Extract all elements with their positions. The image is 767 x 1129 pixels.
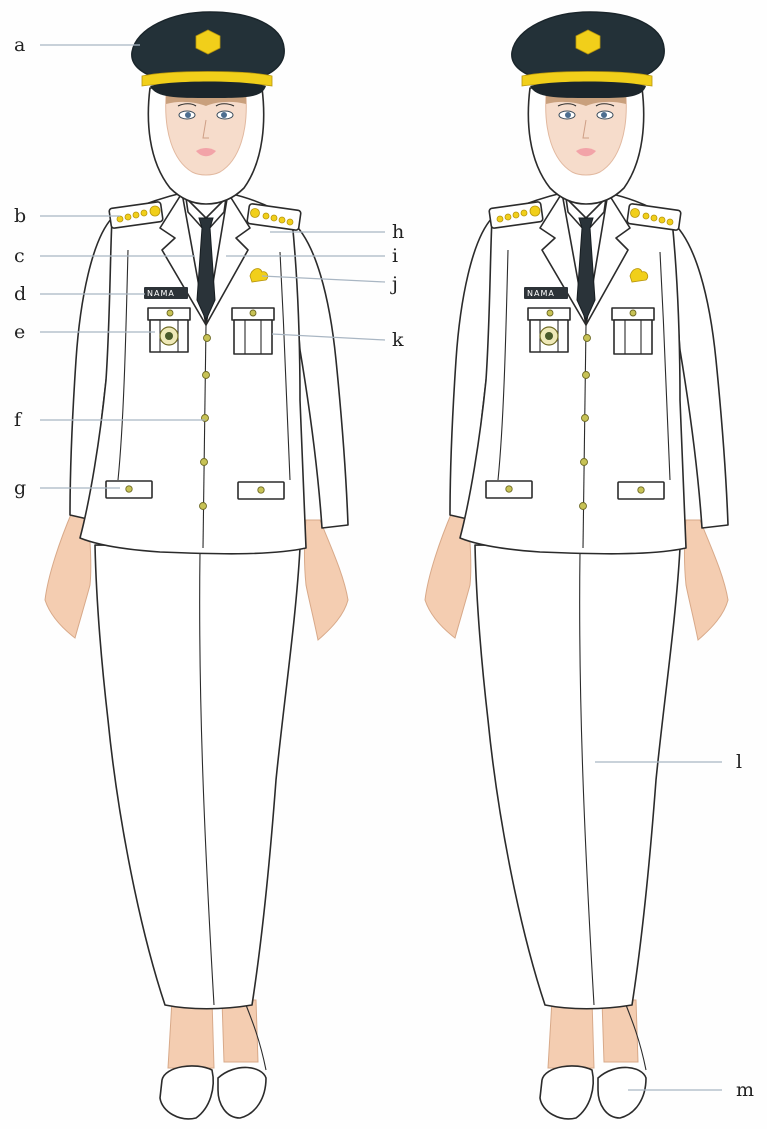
label-e: e bbox=[14, 321, 25, 343]
label-j: j bbox=[390, 273, 398, 295]
name-tag-text: NAMA bbox=[147, 289, 175, 298]
label-m: m bbox=[736, 1079, 754, 1101]
uniform-figure-reference: NAMA bbox=[424, 11, 729, 1120]
label-f: f bbox=[14, 409, 23, 431]
leader-line-j bbox=[261, 275, 386, 283]
name-tag-text: NAMA bbox=[527, 289, 555, 298]
part-labels: a b c d e f g h i j k l m bbox=[14, 34, 754, 1101]
label-l: l bbox=[736, 751, 742, 773]
leader-line-k bbox=[271, 333, 386, 341]
label-c: c bbox=[14, 245, 25, 267]
label-i: i bbox=[392, 245, 398, 267]
label-g: g bbox=[14, 477, 26, 499]
label-d: d bbox=[14, 283, 26, 305]
leader-lines bbox=[40, 44, 722, 1091]
uniform-figure-front: NAMA bbox=[44, 11, 349, 1120]
label-h: h bbox=[392, 221, 404, 243]
label-a: a bbox=[14, 34, 25, 56]
label-b: b bbox=[14, 205, 26, 227]
label-k: k bbox=[392, 329, 404, 351]
